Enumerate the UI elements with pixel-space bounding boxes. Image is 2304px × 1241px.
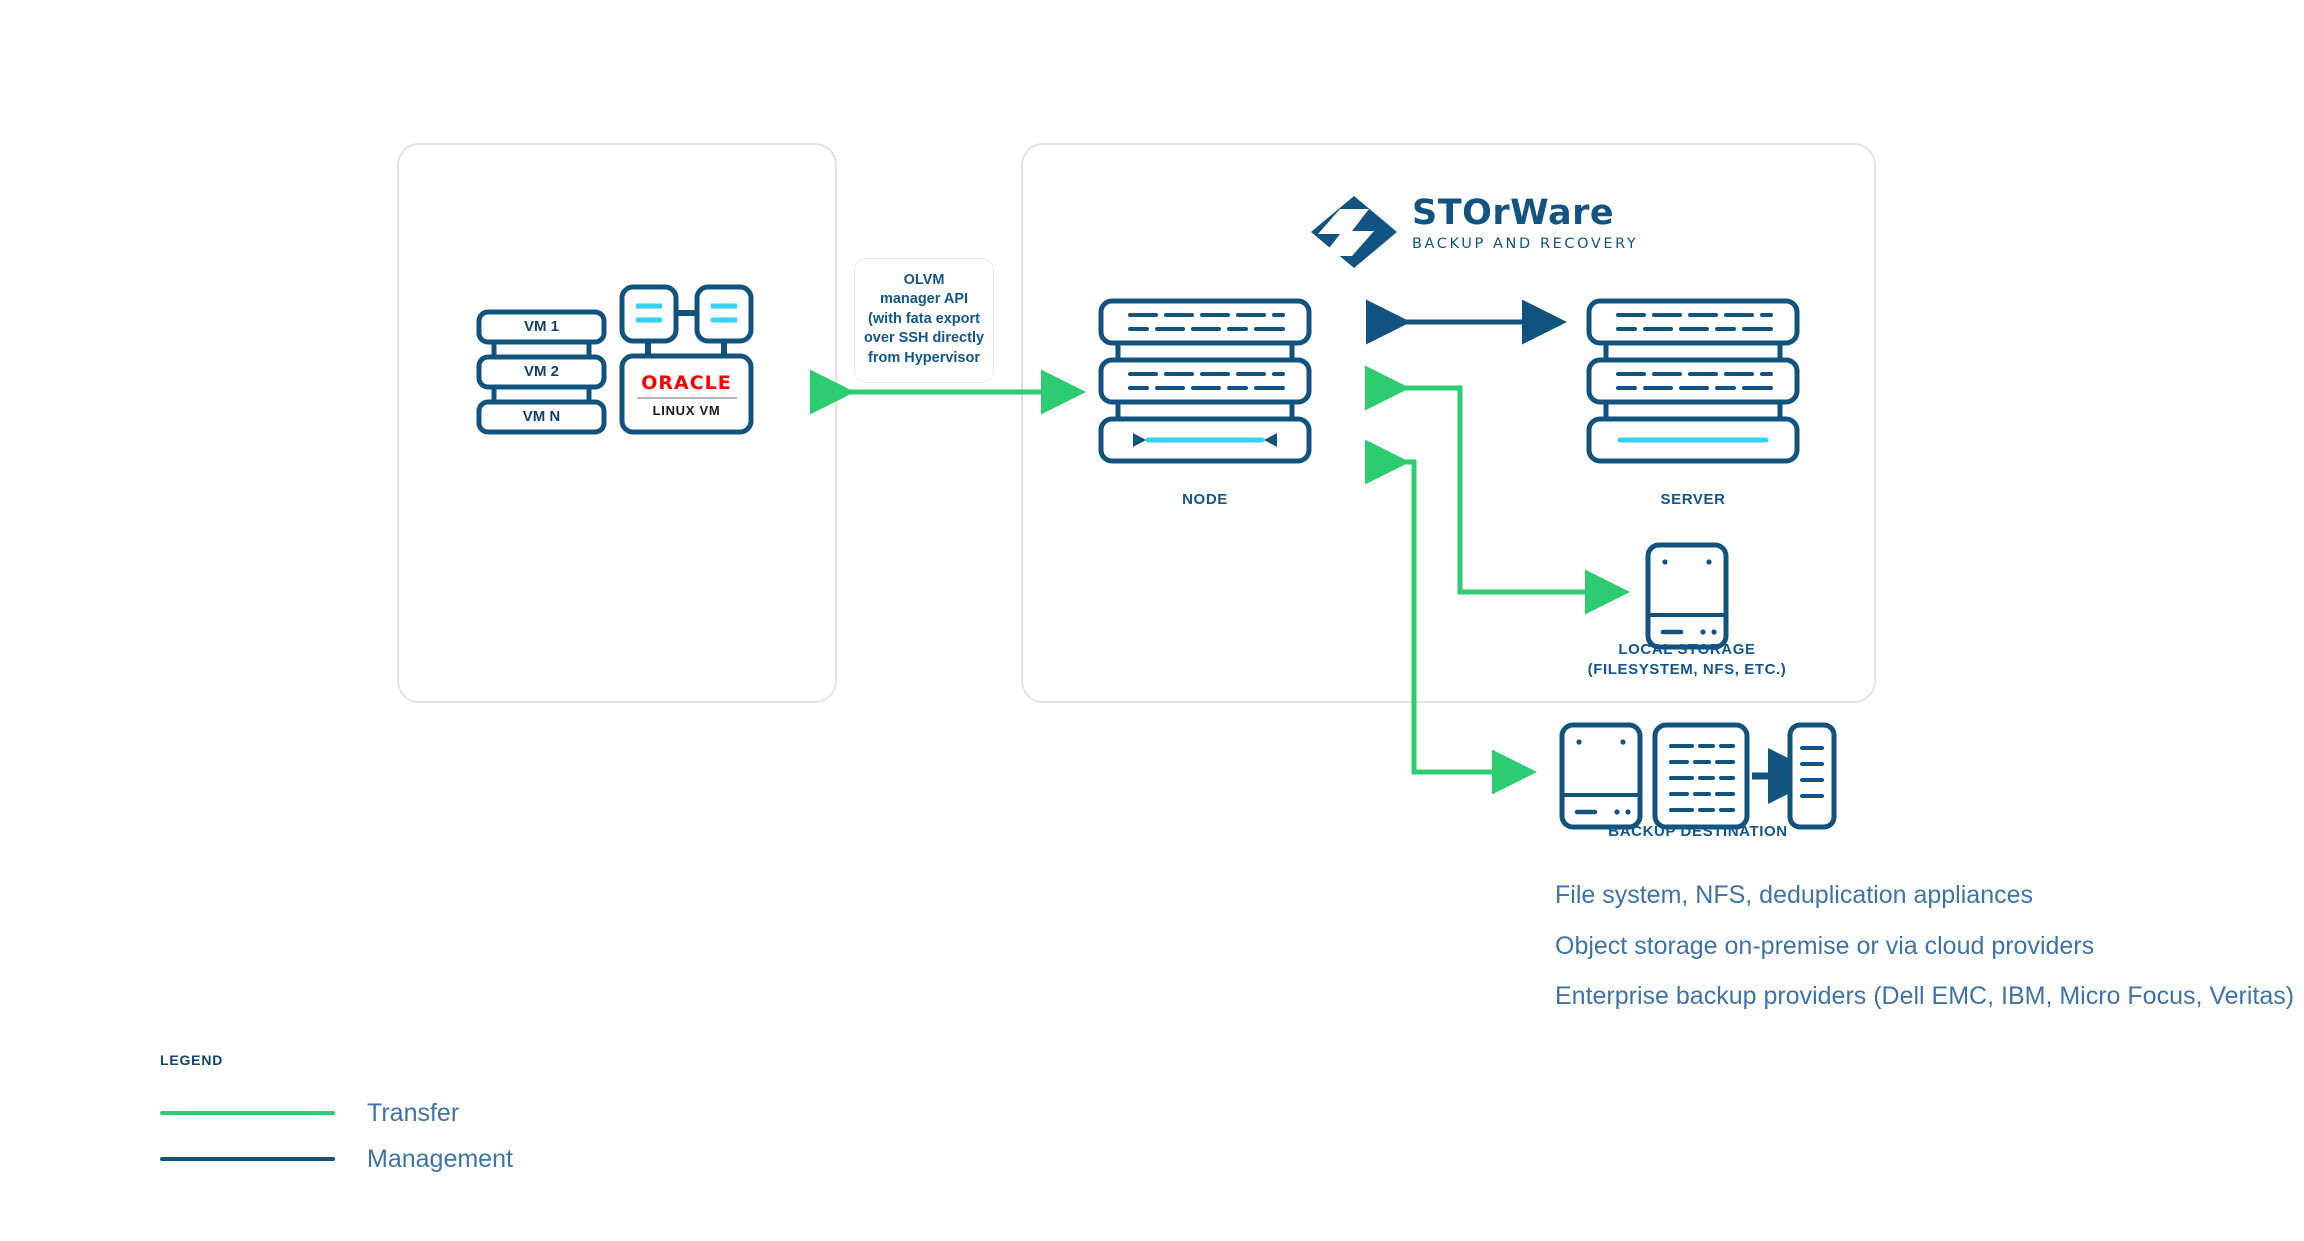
description-line: Object storage on-premise or via cloud p… — [1555, 931, 2095, 960]
vm-n-label: VM N — [522, 408, 561, 425]
server-label: SERVER — [1660, 491, 1726, 508]
olvm-annotation: OLVM manager API (with fata export over … — [854, 258, 994, 384]
description-line: Enterprise backup providers (Dell EMC, I… — [1555, 982, 2295, 1010]
storware-brand: STOrWare BACKUP AND RECOVERY — [1311, 196, 1638, 252]
storware-logo-mark — [1311, 196, 1397, 268]
description-line: File system, NFS, deduplication applianc… — [1555, 881, 2034, 909]
legend-item-transfer: Transfer — [160, 1090, 513, 1136]
hypervisor-icon — [619, 284, 754, 435]
node-label: NODE — [1182, 491, 1228, 508]
legend-swatch-management — [160, 1157, 335, 1161]
legend-swatch-transfer — [160, 1111, 335, 1115]
vm-2-label: VM 2 — [523, 363, 559, 380]
connector-node-to-backup-destination — [1365, 439, 1537, 795]
source-environment-panel — [397, 143, 837, 703]
backup-destination-label: BACKUP DESTINATION — [1608, 823, 1788, 840]
legend-title: LEGEND — [160, 1052, 224, 1068]
local-storage-label: LOCAL STORAGE (FILESYSTEM, NFS, ETC.) — [1587, 641, 1787, 679]
vm-1-label: VM 1 — [523, 318, 559, 335]
backup-destination-description: File system, NFS, deduplication applianc… — [1555, 881, 2295, 1011]
node-icon — [1098, 298, 1312, 464]
legend-label-management: Management — [367, 1144, 513, 1173]
legend-label-transfer: Transfer — [367, 1098, 460, 1127]
brand-tagline: BACKUP AND RECOVERY — [1412, 236, 1639, 252]
server-icon — [1586, 298, 1800, 464]
legend-item-management: Management — [160, 1136, 513, 1182]
oracle-subtitle: LINUX VM — [652, 403, 721, 418]
local-storage-icon — [1645, 542, 1729, 650]
legend: LEGEND Transfer Management — [160, 1052, 513, 1182]
vm-stack-icon — [476, 309, 607, 435]
connector-node-to-local-storage — [1365, 365, 1630, 615]
backup-destination-icon — [1559, 722, 1837, 830]
oracle-wordmark: ORACLE — [641, 372, 732, 394]
brand-name: STOrWare — [1412, 193, 1615, 233]
